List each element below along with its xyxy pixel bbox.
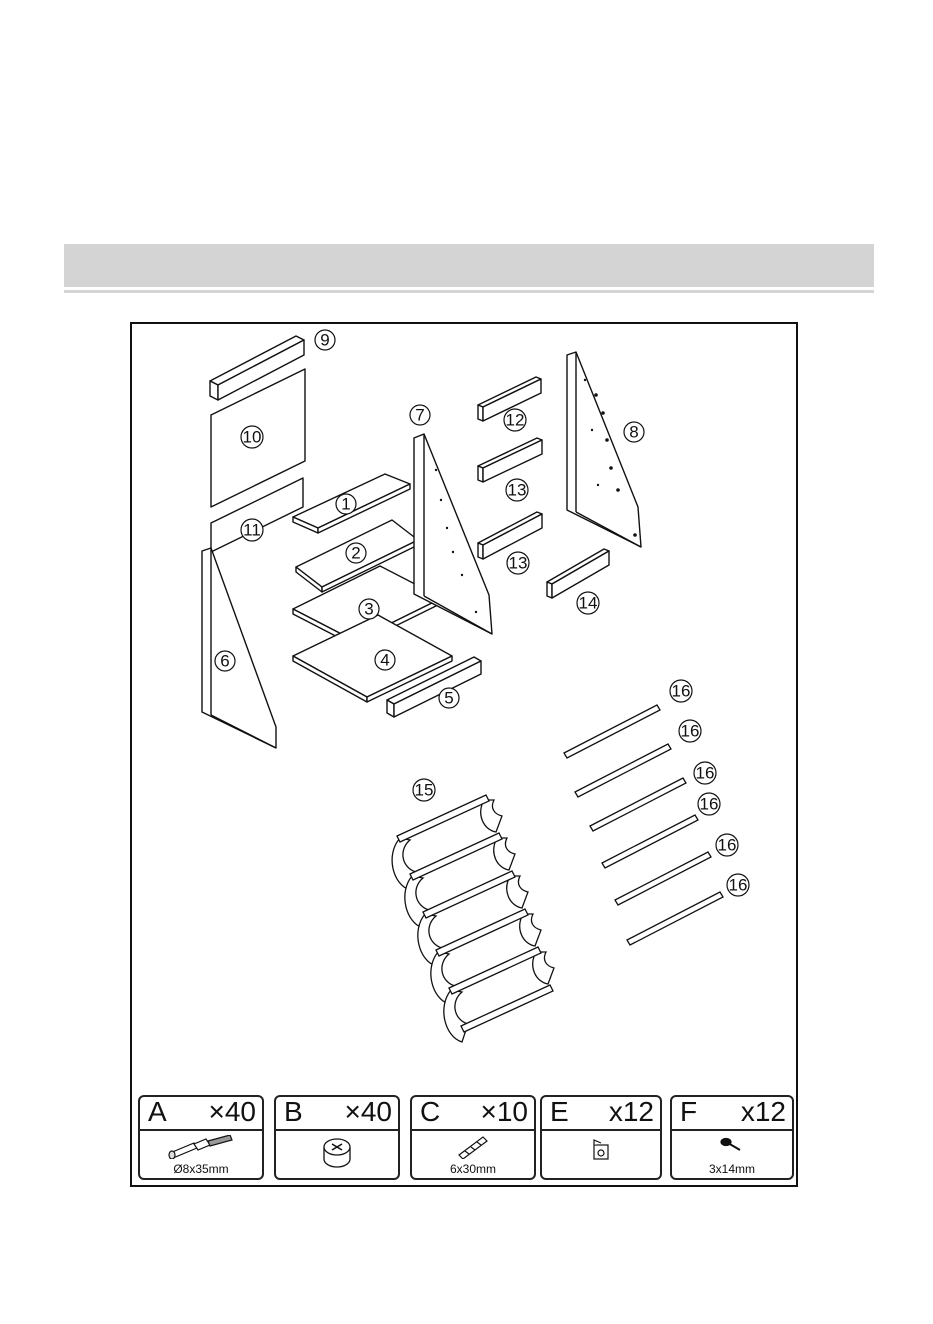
- label-part-16: 16: [679, 720, 701, 742]
- svg-text:16: 16: [718, 836, 737, 855]
- part-14-rail: [547, 549, 609, 598]
- hardware-box-c: C ×10 6x30mm: [410, 1095, 536, 1180]
- hardware-letter: A: [148, 1096, 167, 1128]
- svg-text:2: 2: [351, 544, 360, 563]
- screw-icon: [719, 1137, 745, 1153]
- part-8-right-side-panel: [567, 352, 641, 547]
- label-part-4: 4: [375, 650, 395, 670]
- svg-text:7: 7: [415, 406, 424, 425]
- cam-bolt-icon: [164, 1135, 238, 1159]
- svg-text:16: 16: [696, 764, 715, 783]
- label-part-16: 16: [670, 680, 692, 702]
- svg-text:8: 8: [629, 423, 638, 442]
- hardware-size: 3x14mm: [672, 1162, 792, 1176]
- hardware-quantity: x12: [741, 1096, 786, 1128]
- cap-cover-icon: [591, 1139, 611, 1161]
- svg-text:3: 3: [364, 600, 373, 619]
- hardware-letter: F: [680, 1096, 697, 1128]
- label-part-1: 1: [336, 494, 356, 514]
- hardware-header: A ×40: [140, 1097, 262, 1131]
- svg-text:5: 5: [444, 689, 453, 708]
- hardware-quantity: x12: [609, 1096, 654, 1128]
- hardware-header: E x12: [542, 1097, 660, 1131]
- hardware-letter: C: [420, 1096, 440, 1128]
- hardware-header: F x12: [672, 1097, 792, 1131]
- hardware-header: C ×10: [412, 1097, 534, 1131]
- hardware-letter: B: [284, 1096, 303, 1128]
- svg-text:9: 9: [320, 331, 329, 350]
- label-part-13-lower: 13: [507, 552, 529, 574]
- hardware-header: B ×40: [276, 1097, 398, 1131]
- hardware-box-a: A ×40 Ø8x35mm: [138, 1095, 264, 1180]
- hardware-quantity: ×10: [481, 1096, 529, 1128]
- label-part-10: 10: [241, 426, 263, 448]
- label-part-16: 16: [716, 834, 738, 856]
- hardware-size: Ø8x35mm: [140, 1162, 262, 1176]
- hardware-quantity: ×40: [345, 1096, 393, 1128]
- label-part-2: 2: [346, 543, 366, 563]
- label-part-7: 7: [410, 405, 430, 425]
- label-part-16: 16: [694, 762, 716, 784]
- svg-text:14: 14: [579, 594, 598, 613]
- hardware-box-b: B ×40: [274, 1095, 400, 1180]
- label-part-13-upper: 13: [506, 479, 528, 501]
- svg-text:10: 10: [243, 428, 262, 447]
- svg-text:11: 11: [243, 521, 261, 540]
- svg-text:6: 6: [220, 652, 229, 671]
- cam-lock-icon: [317, 1135, 357, 1171]
- hardware-box-e: E x12: [540, 1095, 662, 1180]
- svg-text:4: 4: [380, 651, 389, 670]
- svg-text:13: 13: [509, 554, 528, 573]
- label-part-12: 12: [504, 409, 526, 431]
- svg-text:16: 16: [729, 876, 748, 895]
- label-part-16: 16: [698, 793, 720, 815]
- part-16-rods: [564, 705, 723, 945]
- label-part-15: 15: [413, 779, 435, 801]
- label-part-3: 3: [359, 599, 379, 619]
- label-part-11: 11: [241, 519, 263, 541]
- part-6-left-side-panel: [202, 548, 276, 748]
- part-13b-rail: [478, 512, 542, 559]
- svg-text:1: 1: [341, 495, 350, 514]
- svg-text:16: 16: [700, 795, 719, 814]
- label-part-9: 9: [315, 330, 335, 350]
- part-15-fabric-sling: [392, 795, 554, 1042]
- svg-text:16: 16: [672, 682, 691, 701]
- hardware-box-f: F x12 3x14mm: [670, 1095, 794, 1180]
- hardware-size: 6x30mm: [412, 1162, 534, 1176]
- svg-text:16: 16: [681, 722, 700, 741]
- svg-text:15: 15: [415, 781, 434, 800]
- label-part-8: 8: [624, 422, 644, 442]
- wooden-dowel-icon: [453, 1133, 493, 1159]
- hardware-quantity: ×40: [209, 1096, 257, 1128]
- svg-text:13: 13: [508, 481, 527, 500]
- label-part-6: 6: [215, 651, 235, 671]
- part-13a-rail: [478, 438, 542, 482]
- label-part-16: 16: [727, 874, 749, 896]
- svg-text:12: 12: [506, 411, 525, 430]
- label-part-14: 14: [577, 592, 599, 614]
- label-part-5: 5: [439, 688, 459, 708]
- hardware-letter: E: [550, 1096, 569, 1128]
